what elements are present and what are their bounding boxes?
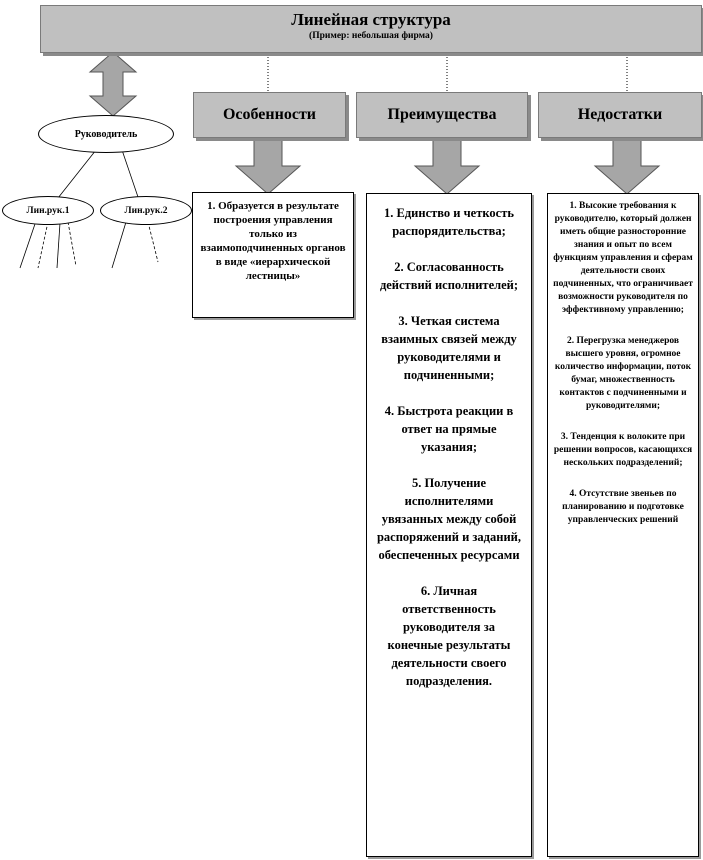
advantages-header: Преимущества bbox=[356, 92, 528, 138]
advantages-item: 4. Быстрота реакции в ответ на прямые ук… bbox=[384, 404, 514, 454]
down-arrow-icon bbox=[593, 137, 661, 195]
disadvantages-header: Недостатки bbox=[538, 92, 702, 138]
tree-line bbox=[121, 149, 139, 198]
line-manager-2-node: Лин.рук.2 bbox=[100, 196, 192, 225]
diagram-subtitle: (Пример: небольшая фирма) bbox=[309, 31, 433, 41]
manager-node: Руководитель bbox=[38, 115, 174, 153]
advantages-item: 5. Получение исполнителями увязанных меж… bbox=[376, 476, 521, 562]
disadvantages-item: 4. Отсутствие звеньев по планированию и … bbox=[562, 489, 684, 525]
diagram-title: Линейная структура bbox=[291, 10, 451, 29]
line-manager-1-node: Лин.рук.1 bbox=[2, 196, 94, 225]
advantages-item: 6. Личная ответственность руководителя з… bbox=[387, 584, 511, 688]
tree-line bbox=[57, 149, 97, 199]
tree-line bbox=[111, 221, 127, 269]
features-box: 1. Образуется в результате построения уп… bbox=[192, 192, 354, 318]
disadvantages-item: 1. Высокие требования к руководителю, ко… bbox=[553, 201, 693, 315]
down-arrow-icon bbox=[234, 137, 302, 195]
tree-line bbox=[19, 220, 37, 269]
advantages-item: 2. Согласованность действий исполнителей… bbox=[379, 260, 519, 292]
tree-line bbox=[37, 221, 49, 269]
down-arrow-icon bbox=[413, 137, 481, 195]
disadvantages-item: 3. Тенденция к волоките при решении вопр… bbox=[553, 432, 693, 468]
title-bar: Линейная структура (Пример: небольшая фи… bbox=[40, 5, 702, 53]
advantages-box: 1. Единство и четкость распорядительства… bbox=[366, 193, 532, 857]
tree-line bbox=[67, 221, 77, 267]
disadvantages-box: 1. Высокие требования к руководителю, ко… bbox=[547, 193, 699, 857]
disadvantages-item: 2. Перегрузка менеджеров высшего уровня,… bbox=[554, 336, 692, 411]
advantages-item: 1. Единство и четкость распорядительства… bbox=[384, 206, 514, 238]
advantages-item: 3. Четкая система взаимных связей между … bbox=[381, 314, 517, 382]
double-arrow-icon bbox=[88, 51, 138, 117]
features-header: Особенности bbox=[193, 92, 346, 138]
tree-line bbox=[147, 221, 159, 263]
features-item: 1. Образуется в результате построения уп… bbox=[200, 200, 346, 282]
tree-line bbox=[56, 222, 61, 269]
